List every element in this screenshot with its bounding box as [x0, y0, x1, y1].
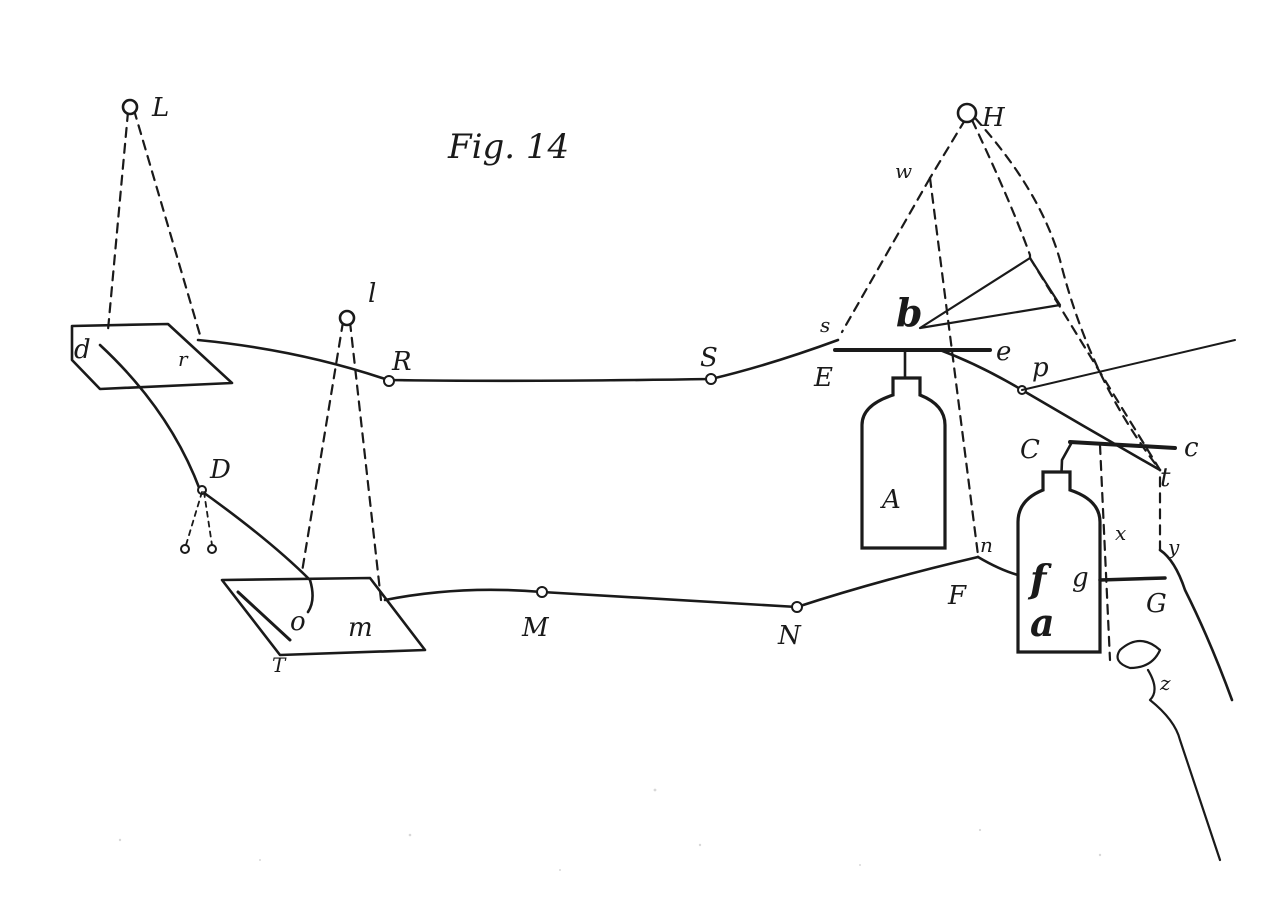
- pith-ball-2: [207, 544, 217, 554]
- label-R: R: [391, 347, 412, 377]
- connector-g-G: [1098, 576, 1167, 582]
- leyden-jar-A: [860, 376, 947, 550]
- label-d: d: [74, 335, 91, 365]
- pulley-assembly-L: [106, 98, 202, 337]
- lower-wire: [383, 555, 980, 609]
- pulley-H: [956, 102, 978, 124]
- label-H: H: [981, 103, 1006, 133]
- dashed-cord-l-right: [348, 320, 383, 602]
- label-c: c: [1184, 433, 1199, 463]
- dashed-cord-H-right-2: [973, 116, 1162, 472]
- label-n: n: [980, 533, 993, 557]
- dashed-cord-L-left: [106, 110, 130, 332]
- label-x: x: [1115, 521, 1126, 545]
- label-S: S: [700, 343, 718, 373]
- label-M: M: [521, 613, 550, 643]
- plate-upper-left: [70, 322, 234, 391]
- label-s: s: [820, 313, 830, 337]
- label-z: z: [1159, 671, 1171, 695]
- upper-wire: [196, 338, 840, 383]
- triangle-panel: [918, 256, 1062, 330]
- plate-lower: [220, 576, 427, 657]
- dashed-cord-x: [1098, 443, 1112, 662]
- hand-outline-upper: [1158, 548, 1234, 702]
- dashed-cord-w-to-s: [840, 176, 932, 334]
- label-p: p: [1032, 353, 1049, 383]
- label-r: r: [178, 347, 189, 371]
- label-G: G: [1146, 589, 1167, 619]
- pulley-L: [121, 98, 139, 116]
- bead-R: [383, 375, 395, 387]
- bead-M: [536, 586, 548, 598]
- label-m: m: [348, 613, 373, 643]
- wire-p-to-edge: [1021, 339, 1236, 391]
- dashed-cord-L-right: [132, 108, 202, 337]
- hand-knuckles: [1116, 639, 1162, 670]
- dashed-cord-l-left: [300, 320, 345, 574]
- label-C: C: [1020, 435, 1040, 465]
- wire-e-p-t: [938, 348, 1162, 472]
- bead-N: [791, 601, 803, 613]
- dashed-cord-H-right-1: [970, 118, 1032, 260]
- figure-title: Fig. 14: [447, 127, 569, 167]
- label-A: A: [880, 485, 901, 515]
- wire-n-F: [976, 555, 1020, 577]
- label-t: t: [1160, 463, 1171, 493]
- label-y: y: [1167, 535, 1180, 559]
- hand-outline-lower: [1146, 668, 1222, 862]
- label-D: D: [209, 455, 231, 485]
- dashed-cord-w-to-n: [928, 176, 980, 557]
- wire-d-to-o: [98, 343, 314, 614]
- pulley-l: [338, 309, 356, 327]
- pulley-assembly-H: [840, 102, 1162, 662]
- bead-S: [705, 373, 717, 385]
- paper-texture: [118, 788, 1102, 871]
- label-N: N: [777, 621, 802, 651]
- dashed-cord-H-to-w: [928, 118, 967, 180]
- hanging-thread-1: [185, 491, 203, 546]
- pulley-assembly-l: [300, 309, 383, 602]
- label-w: w: [895, 159, 912, 183]
- label-T: T: [272, 653, 287, 677]
- pith-ball-1: [180, 544, 190, 554]
- label-E: E: [813, 363, 833, 393]
- label-a: a: [1030, 600, 1055, 645]
- leyden-jar-a: [1016, 470, 1102, 654]
- label-e: e: [996, 337, 1011, 367]
- bar-C-c: [1068, 440, 1177, 450]
- label-b: b: [896, 290, 923, 335]
- label-g: g: [1072, 563, 1089, 593]
- hanging-thread-2: [203, 491, 213, 546]
- label-l: l: [368, 279, 376, 309]
- label-o: o: [290, 607, 306, 637]
- plate-lower-hatch: [236, 590, 292, 642]
- label-L: L: [151, 93, 169, 123]
- label-F: F: [947, 581, 967, 611]
